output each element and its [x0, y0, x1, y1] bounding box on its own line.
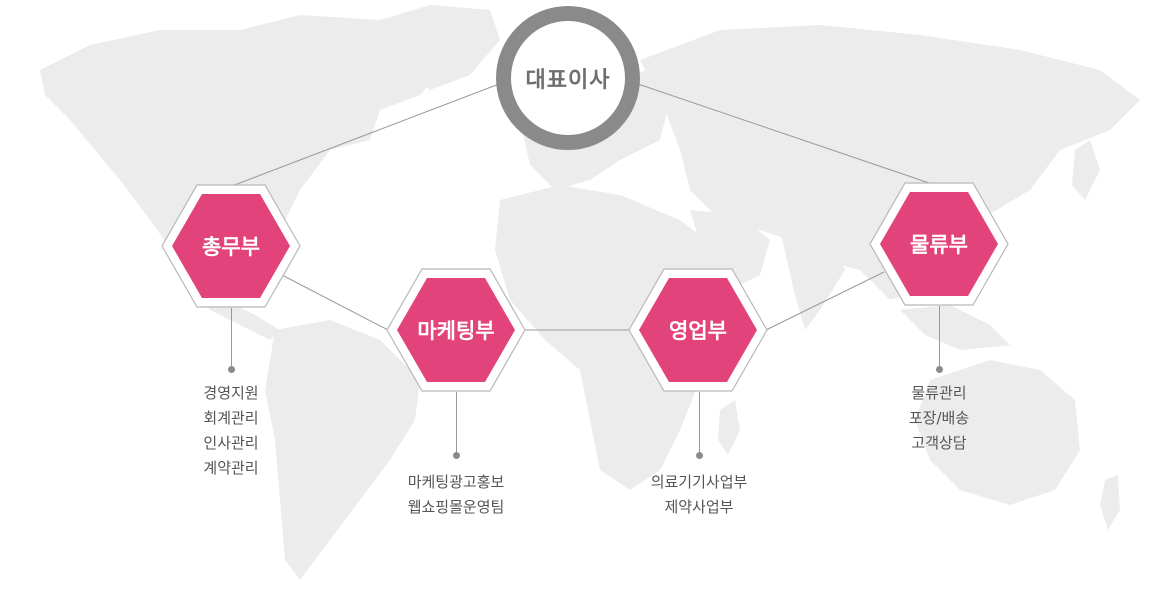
- hexagon-icon: [161, 184, 301, 308]
- ceo-node: 대표이사: [496, 6, 640, 150]
- dept-general-tasks: 경영지원 회계관리 인사관리 계약관리: [171, 381, 291, 481]
- dept-sales-stem: [699, 392, 700, 454]
- task-item: 제약사업부: [664, 498, 734, 516]
- dept-marketing-dot: [453, 452, 460, 459]
- dept-marketing-stem: [456, 392, 457, 454]
- ceo-label: 대표이사: [525, 68, 611, 93]
- dept-logistics-stem: [939, 306, 940, 368]
- dept-sales-node: 영업부: [628, 268, 768, 392]
- hexagon-icon: [869, 182, 1009, 306]
- connector-ceo-logistics: [637, 83, 939, 187]
- task-item: 계약관리: [203, 459, 259, 477]
- dept-general-label: 총무부: [202, 235, 260, 259]
- task-item: 회계관리: [203, 409, 259, 427]
- hexagon-icon: [386, 268, 526, 392]
- hexagon-icon: [628, 268, 768, 392]
- dept-general-node: 총무부: [161, 184, 301, 308]
- dept-marketing-tasks: 마케팅광고홍보 웹쇼핑몰운영팀: [376, 470, 536, 520]
- task-item: 인사관리: [203, 434, 259, 452]
- dept-logistics-label: 물류부: [910, 233, 968, 257]
- dept-sales-dot: [696, 452, 703, 459]
- connector-ceo-general: [231, 83, 500, 187]
- task-item: 고객상담: [911, 434, 967, 452]
- dept-sales-label: 영업부: [669, 319, 727, 343]
- dept-marketing-node: 마케팅부: [386, 268, 526, 392]
- task-item: 웹쇼핑몰운영팀: [407, 498, 505, 516]
- dept-general-stem: [231, 308, 232, 368]
- task-item: 경영지원: [203, 384, 259, 402]
- dept-general-dot: [228, 366, 235, 373]
- dept-marketing-label: 마케팅부: [417, 319, 495, 343]
- connector-sales-logistics: [765, 271, 885, 331]
- task-item: 마케팅광고홍보: [407, 473, 505, 491]
- dept-sales-tasks: 의료기기사업부 제약사업부: [619, 470, 779, 520]
- task-item: 포장/배송: [908, 409, 970, 427]
- dept-logistics-node: 물류부: [869, 182, 1009, 306]
- connector-general-marketing: [281, 274, 389, 331]
- task-item: 의료기기사업부: [650, 473, 748, 491]
- dept-logistics-dot: [936, 366, 943, 373]
- dept-logistics-tasks: 물류관리 포장/배송 고객상담: [879, 381, 999, 456]
- task-item: 물류관리: [911, 384, 967, 402]
